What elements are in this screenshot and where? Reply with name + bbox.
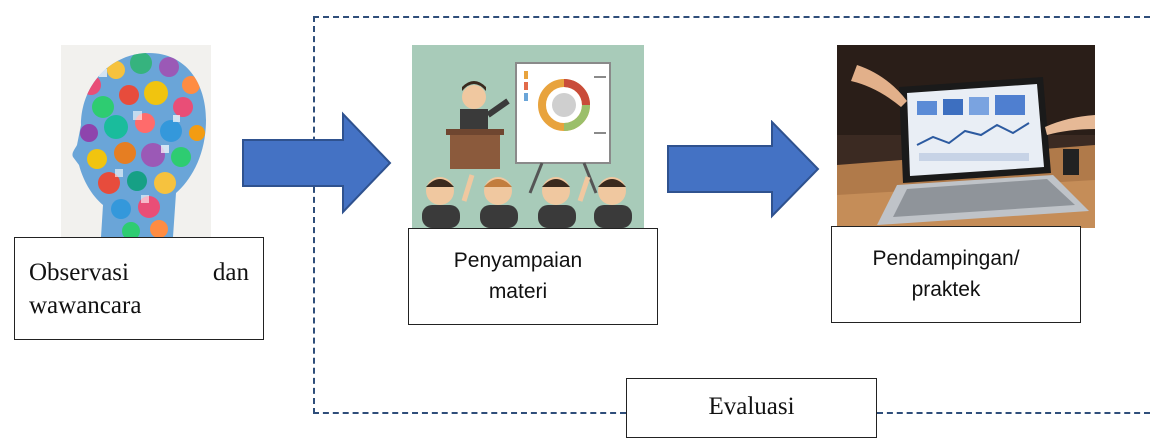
presenter-image xyxy=(412,45,644,228)
evaluation-frame-top xyxy=(313,16,1150,18)
step-observasi-word2: dan xyxy=(212,259,249,286)
icon-head-image xyxy=(61,45,211,238)
step-penyampaian-label: Penyampaian materi xyxy=(408,228,658,325)
evaluation-frame-left xyxy=(313,16,315,414)
evaluation-frame-bottom-right xyxy=(877,412,1150,414)
flow-arrow-2 xyxy=(667,120,820,219)
step-pendampingan-label: Pendampingan/ praktek xyxy=(831,226,1081,323)
step-pendampingan-line2: praktek xyxy=(911,278,981,301)
step-observasi-line2: wawancara xyxy=(29,292,142,319)
laptop-image xyxy=(837,45,1095,228)
step-penyampaian-line2: materi xyxy=(488,280,548,303)
step-observasi-word1: Observasi xyxy=(29,259,129,286)
evaluation-frame-bottom-left xyxy=(313,412,626,414)
step-pendampingan-line1: Pendampingan/ xyxy=(872,247,1020,270)
step-penyampaian-line1: Penyampaian xyxy=(453,249,583,272)
step-observasi-label: Observasi dan wawancara xyxy=(14,237,264,340)
evaluation-label: Evaluasi xyxy=(626,378,877,438)
evaluation-text: Evaluasi xyxy=(708,393,795,420)
flow-arrow-1 xyxy=(242,111,392,215)
